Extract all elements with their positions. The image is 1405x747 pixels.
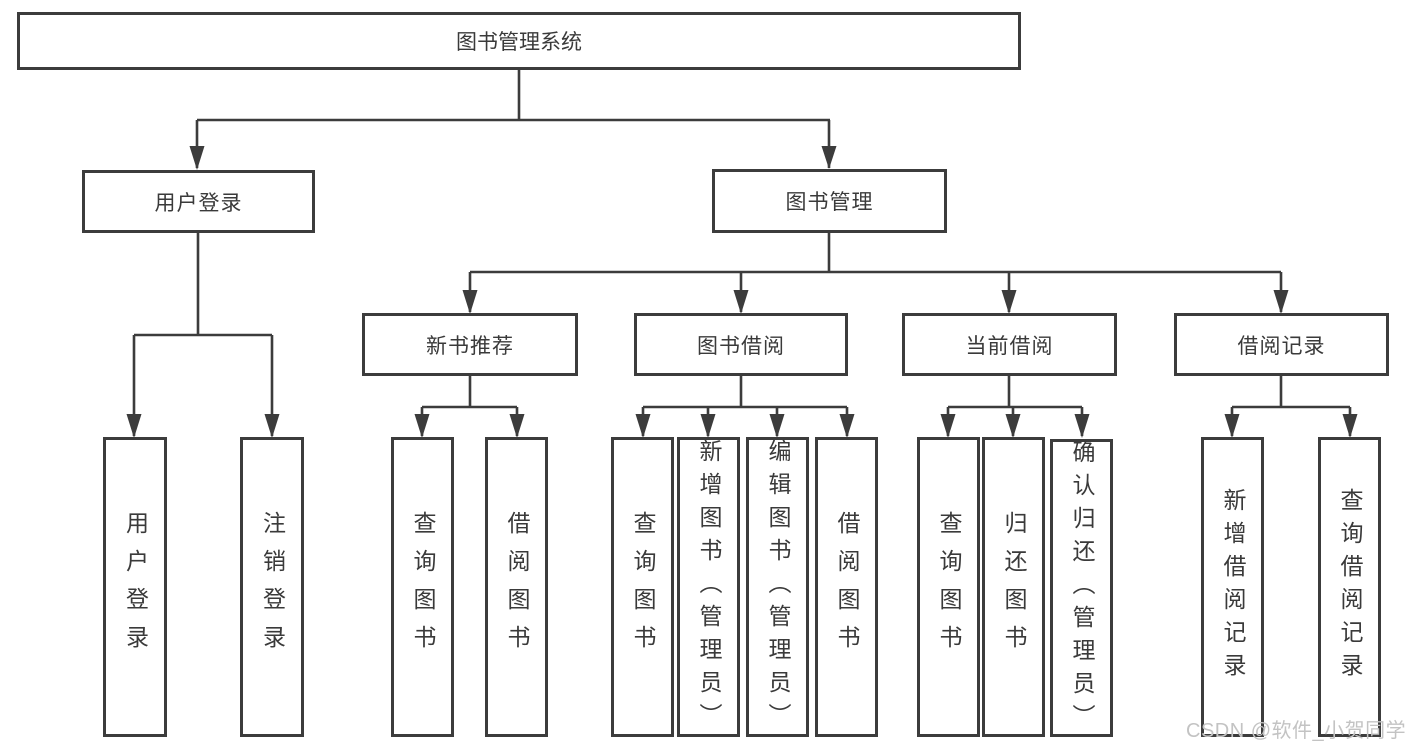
- leaf-nbr-query-book: 查询图书: [391, 437, 454, 737]
- leaf-br-add-record: 新增借阅记录: [1201, 437, 1264, 737]
- node-user-login: 用户登录: [82, 170, 315, 233]
- leaf-cb-return-book-label: 归还图书: [1001, 511, 1027, 663]
- leaf-bb-add-book-admin: 新增图书（管理员）: [677, 437, 740, 737]
- csdn-watermark: CSDN @软件_小贺同学: [1186, 720, 1405, 742]
- leaf-nbr-query-book-label: 查询图书: [410, 511, 436, 663]
- leaf-bb-edit-book-admin-label: 编辑图书（管理员）: [765, 438, 791, 736]
- leaf-bb-query-book: 查询图书: [611, 437, 674, 737]
- leaf-logout: 注销登录: [240, 437, 304, 737]
- leaf-user-login: 用户登录: [103, 437, 167, 737]
- node-book-borrowing: 图书借阅: [634, 313, 848, 376]
- leaf-logout-label: 注销登录: [259, 511, 286, 663]
- leaf-bb-borrow-book-label: 借阅图书: [834, 511, 860, 663]
- leaf-cb-return-book: 归还图书: [982, 437, 1045, 737]
- leaf-br-query-record-label: 查询借阅记录: [1337, 488, 1363, 686]
- leaf-bb-edit-book-admin: 编辑图书（管理员）: [746, 437, 809, 737]
- leaf-cb-query-book-label: 查询图书: [936, 511, 962, 663]
- leaf-bb-add-book-admin-label: 新增图书（管理员）: [696, 438, 722, 736]
- leaf-br-add-record-label: 新增借阅记录: [1220, 488, 1246, 686]
- leaf-user-login-label: 用户登录: [122, 511, 149, 663]
- leaf-cb-confirm-return-admin-label: 确认归还（管理员）: [1069, 439, 1095, 737]
- node-new-book-recommendation: 新书推荐: [362, 313, 578, 376]
- leaf-nbr-borrow-book-label: 借阅图书: [504, 511, 530, 663]
- leaf-bb-borrow-book: 借阅图书: [815, 437, 878, 737]
- node-borrowing-records: 借阅记录: [1174, 313, 1389, 376]
- node-current-borrowing: 当前借阅: [902, 313, 1117, 376]
- leaf-nbr-borrow-book: 借阅图书: [485, 437, 548, 737]
- leaf-bb-query-book-label: 查询图书: [630, 511, 656, 663]
- leaf-cb-confirm-return-admin: 确认归还（管理员）: [1050, 439, 1113, 737]
- leaf-cb-query-book: 查询图书: [917, 437, 980, 737]
- node-root-library-system: 图书管理系统: [17, 12, 1021, 70]
- leaf-br-query-record: 查询借阅记录: [1318, 437, 1381, 737]
- node-book-management: 图书管理: [712, 169, 947, 233]
